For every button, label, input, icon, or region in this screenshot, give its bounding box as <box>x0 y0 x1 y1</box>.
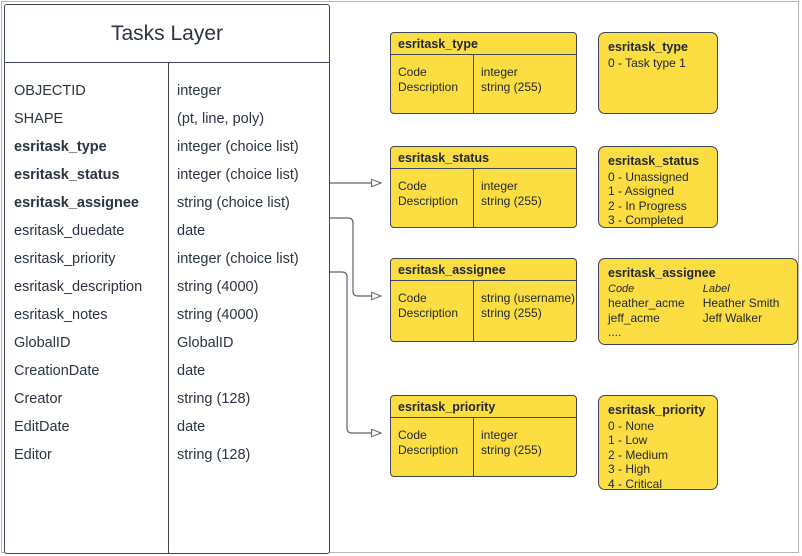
field-name: esritask_duedate <box>14 223 125 239</box>
value-list-esritask_type[interactable]: esritask_type 0 - Task type 1 <box>598 32 718 114</box>
table-row: GlobalID GlobalID <box>5 329 329 357</box>
field-name: esritask_description <box>14 279 143 295</box>
table-row: esritask_assignee string (choice list) <box>5 189 329 217</box>
schema-field-names: Code Description <box>398 428 459 457</box>
table-row: Editor string (128) <box>5 441 329 469</box>
field-type: integer (choice list) <box>177 251 299 267</box>
field-type: integer <box>177 83 222 99</box>
value-list-item: 4 - Critical <box>608 476 663 491</box>
table-row: CreationDate date <box>5 357 329 385</box>
value-list-item: 1 - Low <box>608 433 648 447</box>
field-name: esritask_priority <box>14 251 116 267</box>
field-type: date <box>177 419 206 435</box>
field-type: string (128) <box>177 447 251 463</box>
table-row: OBJECTID integer <box>5 77 329 105</box>
schema-table-title: esritask_type <box>391 33 576 55</box>
column-divider <box>473 281 474 341</box>
field-name: esritask_status <box>14 167 120 183</box>
value-list-title: esritask_type <box>608 40 688 54</box>
value-list-item: 2 - Medium <box>608 447 669 462</box>
table-row: SHAPE (pt, line, poly) <box>5 105 329 133</box>
field-type: (pt, line, poly) <box>177 111 265 127</box>
table-row: esritask_type integer (choice list) <box>5 133 329 161</box>
column-divider <box>473 55 474 113</box>
field-type: date <box>177 363 206 379</box>
column-header-code: Code <box>608 282 635 295</box>
field-name: Editor <box>14 447 52 463</box>
value-list-title: esritask_priority <box>608 403 706 417</box>
page-title: Tasks Layer <box>5 5 329 63</box>
field-type: integer (choice list) <box>177 167 299 183</box>
value-list-esritask_status[interactable]: esritask_status 0 - Unassigned 1 - Assig… <box>598 146 718 228</box>
column-divider <box>168 63 169 554</box>
value-list-item: 3 - Completed <box>608 213 684 227</box>
table-row: esritask_priority integer (choice list) <box>5 245 329 273</box>
table-row: esritask_duedate date <box>5 217 329 245</box>
table-row: esritask_status integer (choice list) <box>5 161 329 189</box>
table-row: esritask_description string (4000) <box>5 273 329 301</box>
table-row: esritask_notes string (4000) <box>5 301 329 329</box>
field-name: EditDate <box>14 419 70 435</box>
field-name: esritask_assignee <box>14 195 139 211</box>
field-name: esritask_type <box>14 139 107 155</box>
column-divider <box>473 418 474 476</box>
field-name: Creator <box>14 391 63 407</box>
field-type: string (4000) <box>177 307 259 323</box>
field-name: CreationDate <box>14 363 100 379</box>
schema-field-types: integer string (255) <box>481 179 542 208</box>
schema-field-types: integer string (255) <box>481 65 542 94</box>
table-row: heather_acme Heather Smith <box>608 296 780 310</box>
table-row: jeff_acme Jeff Walker <box>608 310 763 325</box>
schema-table-title: esritask_priority <box>391 396 576 418</box>
table-row: Creator string (128) <box>5 385 329 413</box>
column-header-label: Label <box>702 282 730 295</box>
schema-field-names: Code Description <box>398 65 459 94</box>
field-name: SHAPE <box>14 111 64 127</box>
assignee-code-label-table: Code Label heather_acme Heather Smith je… <box>608 282 797 340</box>
schema-table-esritask_priority[interactable]: esritask_priority Code Description integ… <box>390 395 577 477</box>
field-name: GlobalID <box>14 335 71 351</box>
schema-table-esritask_assignee[interactable]: esritask_assignee Code Description strin… <box>390 258 577 342</box>
value-list-esritask_assignee[interactable]: esritask_assignee Code Label heather_acm… <box>598 258 798 345</box>
table-header-row: Code Label <box>608 282 797 297</box>
value-list-title: esritask_assignee <box>608 266 716 280</box>
schema-table-esritask_type[interactable]: esritask_type Code Description integer s… <box>390 32 577 114</box>
field-type: string (4000) <box>177 279 259 295</box>
value-list-title: esritask_status <box>608 154 700 168</box>
field-type: string (128) <box>177 391 251 407</box>
field-name: esritask_notes <box>14 307 108 323</box>
value-list-item: 2 - In Progress <box>608 198 687 213</box>
schema-field-types: integer string (255) <box>481 428 542 457</box>
schema-table-title: esritask_assignee <box>391 259 576 281</box>
schema-field-names: Code Description <box>398 179 459 208</box>
schema-table-esritask_status[interactable]: esritask_status Code Description integer… <box>390 146 577 228</box>
value-list-item: 3 - High <box>608 462 651 476</box>
field-type: GlobalID <box>177 335 234 351</box>
schema-table-title: esritask_status <box>391 147 576 169</box>
schema-field-types: string (username) string (255) <box>481 291 576 320</box>
table-row: .... <box>608 325 622 339</box>
schema-field-names: Code Description <box>398 291 459 320</box>
field-name: OBJECTID <box>14 83 86 99</box>
value-list-item: 1 - Assigned <box>608 184 675 198</box>
value-list-item: 0 - None <box>608 418 655 433</box>
value-list-esritask_priority[interactable]: esritask_priority 0 - None 1 - Low 2 - M… <box>598 395 718 491</box>
field-type: string (choice list) <box>177 195 290 211</box>
field-type: date <box>177 223 206 239</box>
column-divider <box>473 169 474 227</box>
table-row: EditDate date <box>5 413 329 441</box>
field-type: integer (choice list) <box>177 139 299 155</box>
value-list-item: 0 - Unassigned <box>608 169 689 184</box>
value-list-item: 0 - Task type 1 <box>608 55 686 70</box>
